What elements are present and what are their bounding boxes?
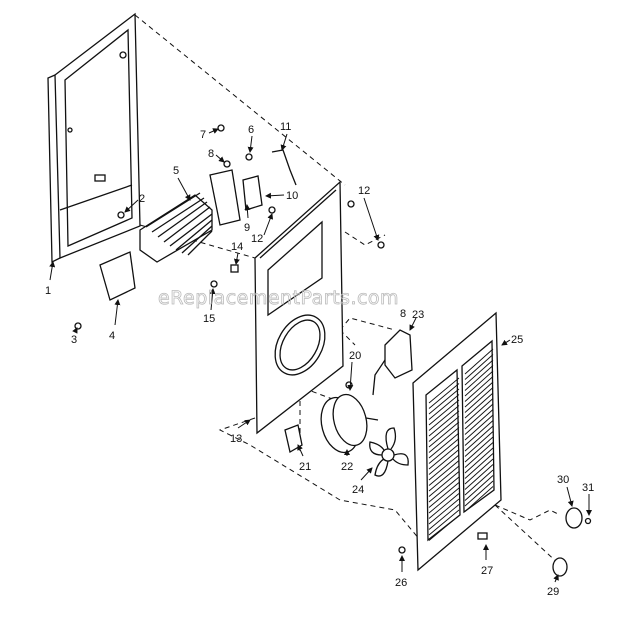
louver-slat <box>428 388 460 415</box>
louver-slat <box>464 420 494 446</box>
label-22: 22 <box>341 461 353 473</box>
label-6: 6 <box>248 124 254 136</box>
louver-slat <box>464 469 494 496</box>
louver-slat <box>428 427 460 453</box>
louver-slat <box>428 410 460 437</box>
label-12a: 12 <box>358 185 370 197</box>
louver-slat <box>428 383 460 409</box>
louver-slat <box>464 464 494 490</box>
louver-slat <box>464 354 494 380</box>
louver-slat <box>464 453 494 479</box>
label-8: 8 <box>208 148 214 160</box>
louver-slat <box>428 416 460 442</box>
fan-blade-part-24 <box>369 427 409 477</box>
label-12b: 12 <box>251 233 263 245</box>
label-1: 1 <box>45 285 51 297</box>
label-9: 9 <box>244 222 250 234</box>
part-labels: 1 2 3 4 5 6 7 8 8 9 10 11 12 12 13 14 15… <box>45 121 594 598</box>
louver-slat <box>428 443 460 470</box>
label-13: 13 <box>230 433 242 445</box>
louver-slat <box>428 405 460 431</box>
label-8b: 8 <box>400 308 406 320</box>
louver-slat <box>464 475 494 501</box>
louver-slat <box>464 403 494 430</box>
louver-slat <box>428 432 460 459</box>
watermark: eReplacementParts.com <box>158 287 399 309</box>
louver-slat <box>464 442 494 468</box>
label-27: 27 <box>481 565 493 577</box>
louver-slat <box>428 476 460 503</box>
louver-slat <box>464 480 494 507</box>
label-26: 26 <box>395 577 407 589</box>
leader-arrows <box>49 128 592 583</box>
louver-slat <box>464 359 494 386</box>
louver-slat <box>428 438 460 464</box>
louver-slat <box>464 392 494 419</box>
louver-slat <box>464 376 494 402</box>
louver-slat <box>428 449 460 475</box>
label-30: 30 <box>557 474 569 486</box>
louver-slat <box>428 454 460 481</box>
label-29: 29 <box>547 586 559 598</box>
louver-slat <box>428 498 460 525</box>
label-31: 31 <box>582 482 594 494</box>
label-4: 4 <box>109 330 115 342</box>
label-24: 24 <box>352 484 364 496</box>
louver-slat <box>428 421 460 448</box>
front-panel-part-13 <box>254 180 344 435</box>
knob-part-29 <box>552 557 568 577</box>
thermostat-part-23 <box>372 329 413 396</box>
wire-part-11 <box>271 149 297 186</box>
louver-slat <box>464 431 494 457</box>
heating-element-part-5 <box>139 192 213 263</box>
label-15: 15 <box>203 313 215 325</box>
louver-slat <box>464 387 494 413</box>
louver-slat <box>428 515 460 541</box>
bracket-part-4 <box>99 251 136 301</box>
label-2: 2 <box>139 193 145 205</box>
label-25: 25 <box>511 334 523 346</box>
label-3: 3 <box>71 334 77 346</box>
louver-slat <box>464 447 494 474</box>
louver-slat <box>464 409 494 435</box>
louver-slat <box>464 486 494 512</box>
louver-slat <box>428 487 460 514</box>
louvers <box>428 348 494 541</box>
louver-slat <box>428 465 460 492</box>
motor-part-22 <box>320 393 379 454</box>
label-14: 14 <box>231 241 243 253</box>
grille-part-25 <box>412 311 502 572</box>
label-21: 21 <box>299 461 311 473</box>
label-10: 10 <box>286 190 298 202</box>
label-20: 20 <box>349 350 361 362</box>
label-23: 23 <box>412 309 424 321</box>
bracket-part-9 <box>209 169 241 226</box>
louver-slat <box>464 348 494 375</box>
louver-slat <box>464 425 494 452</box>
louver-slat <box>428 460 460 486</box>
louver-slat <box>428 509 460 536</box>
louver-slat <box>464 414 494 441</box>
louver-slat <box>428 471 460 497</box>
louver-slat <box>428 482 460 508</box>
louver-slat <box>464 436 494 463</box>
back-box-part-1 <box>47 12 141 264</box>
louver-slat <box>464 398 494 424</box>
label-11: 11 <box>280 121 291 133</box>
louver-slat <box>428 504 460 530</box>
louver-slat <box>464 381 494 408</box>
louver-slat <box>464 370 494 397</box>
knob-part-30 <box>565 507 583 529</box>
bracket-part-10 <box>242 175 263 211</box>
louver-slat <box>464 458 494 485</box>
label-7: 7 <box>200 129 206 141</box>
louver-slat <box>428 493 460 519</box>
louver-slat <box>428 399 460 426</box>
louver-slat <box>428 377 460 404</box>
louver-slat <box>428 394 460 420</box>
louver-slat <box>464 365 494 391</box>
label-5: 5 <box>173 165 179 177</box>
screw-part-31 <box>584 517 592 525</box>
